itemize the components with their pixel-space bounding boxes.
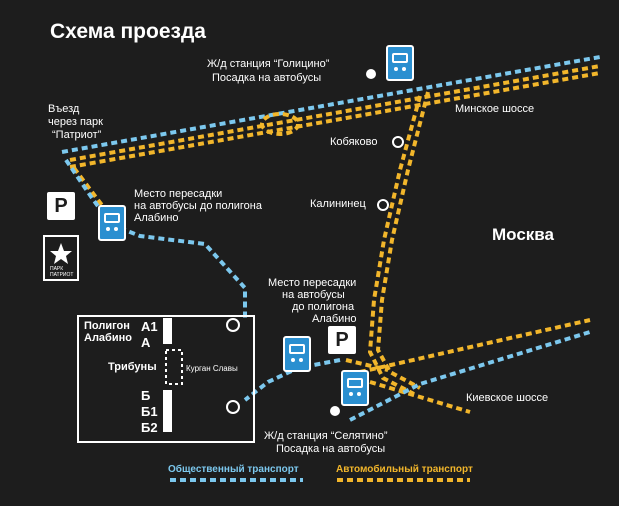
- transfer1-label-3: Алабино: [134, 212, 179, 224]
- bus-icon-golitsyno: [386, 45, 414, 81]
- kobyakovo-label: Кобяково: [330, 136, 378, 148]
- transfer1-label-2: на автобусы до полигона: [134, 200, 262, 212]
- transfer2-label-4: Алабино: [312, 313, 357, 325]
- park-logo-text-1: ПАРК: [50, 266, 64, 272]
- entrance-label-1: Въезд: [48, 103, 80, 115]
- polygon-box: [77, 315, 255, 443]
- entrance-loop: [260, 112, 300, 136]
- minsk-highway-label: Минское шоссе: [455, 103, 535, 115]
- selyatino-station-marker: [330, 406, 340, 416]
- sector-a-label: А: [141, 335, 151, 350]
- moscow-label: Москва: [492, 225, 554, 244]
- kurgan-label: Курган Славы: [186, 364, 238, 373]
- polygon-b1-marker: [226, 400, 240, 414]
- transfer1-to-polygon-public: [119, 226, 247, 318]
- transfer2-label-2: на автобусы: [282, 289, 345, 301]
- polygon-label-2: Алабино: [84, 332, 132, 344]
- park-logo-text-2: ПАТРИОТ: [50, 272, 74, 278]
- selyatino-label-1: Ж/д станция “Селятино”: [264, 430, 388, 442]
- sector-a1-label: А1: [141, 319, 158, 334]
- sector-b-label: Б: [141, 388, 151, 403]
- selyatino-label-2: Посадка на автобусы: [276, 443, 386, 455]
- transfer2-label-1: Место пересадки: [268, 277, 357, 289]
- bus-icon-transfer1: [98, 205, 126, 241]
- sector-b2-label: Б2: [141, 420, 158, 435]
- parking-sign-left: P: [47, 192, 75, 220]
- kiev-highway-car-route: [359, 318, 591, 374]
- legend-public-label: Общественный транспорт: [168, 464, 299, 475]
- golitsyno-station-marker: [366, 69, 376, 79]
- kalininets-marker: [377, 199, 389, 211]
- entrance-label-2: через парк: [48, 116, 103, 128]
- kiev-highway-label: Киевское шоссе: [466, 392, 549, 404]
- golitsyno-label-1: Ж/д станция “Голицино”: [207, 58, 330, 70]
- tribunes-bar: [165, 349, 183, 385]
- polygon-label-1: Полигон: [84, 320, 130, 332]
- bus-icon-transfer2: [283, 336, 311, 372]
- polygon-a1-marker: [226, 318, 240, 332]
- kalininets-label: Калининец: [310, 198, 366, 210]
- kobyakovo-road-car: [375, 91, 430, 390]
- sector-b1-label: Б1: [141, 404, 158, 419]
- transfer2-label-3: до полигона: [292, 301, 355, 313]
- legend-car-label: Автомобильный транспорт: [336, 464, 473, 475]
- minsk-highway-public-route: [61, 55, 601, 154]
- bus-icon-selyatino: [341, 370, 369, 406]
- transfer1-label-1: Место пересадки: [134, 188, 223, 200]
- transfer2-to-polygon-public: [243, 358, 341, 402]
- parking-sign-right: P: [328, 326, 356, 354]
- golitsyno-label-2: Посадка на автобусы: [212, 72, 322, 84]
- entrance-label-3: “Патриот”: [52, 129, 102, 141]
- kobyakovo-marker: [392, 136, 404, 148]
- tribunes-label: Трибуны: [108, 361, 157, 373]
- page-title: Схема проезда: [50, 20, 206, 43]
